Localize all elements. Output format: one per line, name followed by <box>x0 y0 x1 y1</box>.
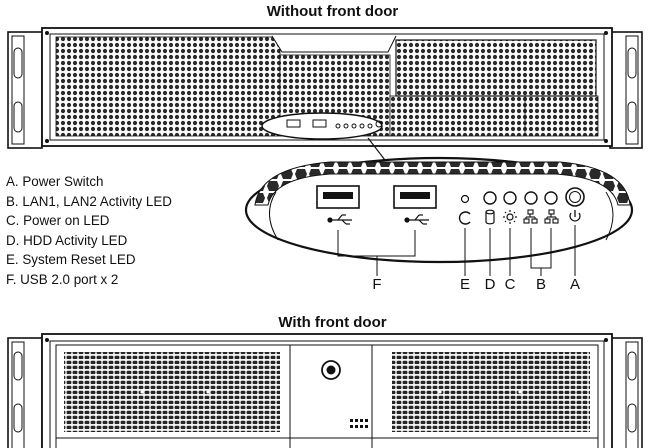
callout-label-e: E <box>459 276 470 293</box>
usb-icon <box>404 214 429 225</box>
io-panel-zoom <box>244 156 634 264</box>
hdd-icon <box>485 209 495 225</box>
power-switch-icon <box>569 210 581 222</box>
door-mesh-right <box>392 352 590 432</box>
chassis-without-door <box>7 27 643 149</box>
drive-bay <box>395 39 597 97</box>
legend-item-lan-led: B. LAN1, LAN2 Activity LED <box>6 193 172 209</box>
power-on-icon <box>503 210 517 224</box>
heading-with-door: With front door <box>278 314 387 331</box>
power-switch <box>565 187 585 207</box>
callout-label-c: C <box>504 276 516 293</box>
lan2-led <box>544 191 558 205</box>
chassis-with-door <box>7 333 643 448</box>
power-led <box>503 191 517 205</box>
lan1-led <box>524 191 538 205</box>
callout-label-d: D <box>484 276 496 293</box>
component-legend: A. Power Switch B. LAN1, LAN2 Activity L… <box>6 172 172 290</box>
reset-led <box>460 194 470 204</box>
lan-icon <box>544 209 559 224</box>
door-mesh-left <box>64 352 280 432</box>
callout-label-a: A <box>569 276 580 293</box>
callout-label-b: B <box>535 276 546 293</box>
legend-item-power-led: C. Power on LED <box>6 213 110 229</box>
door-led-icons <box>350 419 368 428</box>
callout-lines <box>337 225 576 276</box>
heading-without-door: Without front door <box>266 3 399 20</box>
hdd-led <box>483 191 497 205</box>
lan-icon <box>523 209 538 224</box>
callout-label-f: F <box>372 276 382 293</box>
usb-icon <box>327 214 352 225</box>
legend-item-hdd-led: D. HDD Activity LED <box>6 232 128 248</box>
mesh-vent-left <box>55 36 281 137</box>
reset-icon <box>458 211 471 225</box>
mesh-vent-right <box>389 95 599 137</box>
legend-item-usb: F. USB 2.0 port x 2 <box>6 271 119 287</box>
legend-item-reset-led: E. System Reset LED <box>6 252 136 268</box>
legend-item-power-switch: A. Power Switch <box>6 174 104 189</box>
